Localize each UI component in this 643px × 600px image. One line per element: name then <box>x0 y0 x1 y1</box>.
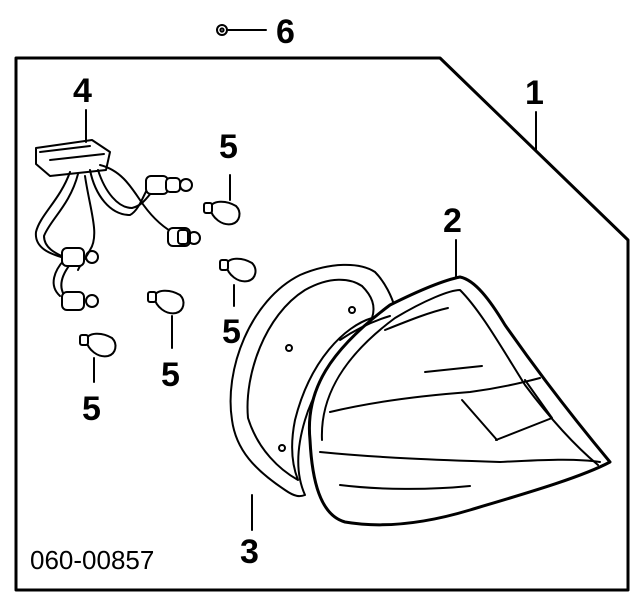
bulb-part-5-c <box>147 289 185 349</box>
callout-1: 1 <box>525 74 544 112</box>
tail-lamp-part-2 <box>307 275 612 527</box>
bulb-part-5-a <box>203 174 241 226</box>
part-code: 060-00857 <box>30 545 154 575</box>
bulb-part-5-d <box>79 332 117 383</box>
bulb-part-5-b <box>219 257 257 307</box>
callout-5-d: 5 <box>82 390 101 428</box>
assembly-frame <box>14 56 630 592</box>
callout-5-a: 5 <box>219 128 238 166</box>
nut-part-6 <box>216 24 267 36</box>
callout-5-c: 5 <box>161 356 180 394</box>
callout-2: 2 <box>443 202 462 240</box>
wire-harness-part-4 <box>34 139 201 311</box>
callout-4: 4 <box>73 72 92 110</box>
callout-3: 3 <box>240 533 259 571</box>
callout-6: 6 <box>276 13 295 51</box>
callout-5-b: 5 <box>222 313 241 351</box>
